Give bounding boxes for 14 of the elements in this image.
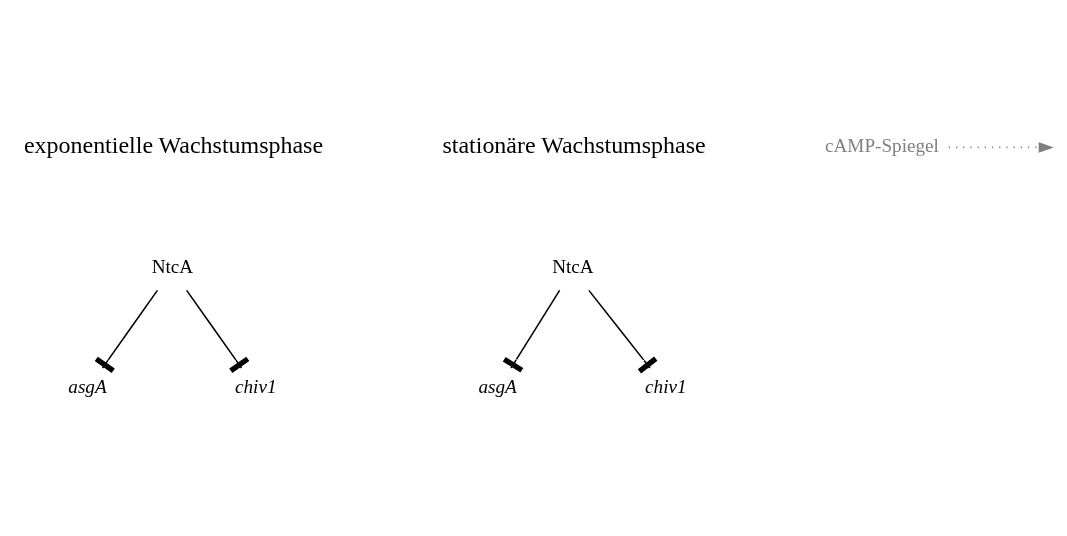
connector	[185, 289, 250, 373]
label: exponentielle Wachstumsphase	[23, 131, 324, 158]
node-text: NtcA	[151, 255, 194, 277]
connector	[588, 289, 658, 373]
node-text: chiv1	[234, 375, 277, 397]
node-text: asgA	[478, 375, 517, 397]
node-text: NtcA	[552, 255, 594, 277]
connector	[94, 289, 159, 373]
arrow	[948, 141, 1054, 153]
label: stationäre Wachstumsphase	[442, 131, 706, 158]
node-text: chiv1	[645, 375, 687, 397]
connector	[502, 289, 561, 372]
node-text: cAMP-Spiegel	[824, 134, 939, 156]
node-text: asgA	[68, 375, 107, 397]
